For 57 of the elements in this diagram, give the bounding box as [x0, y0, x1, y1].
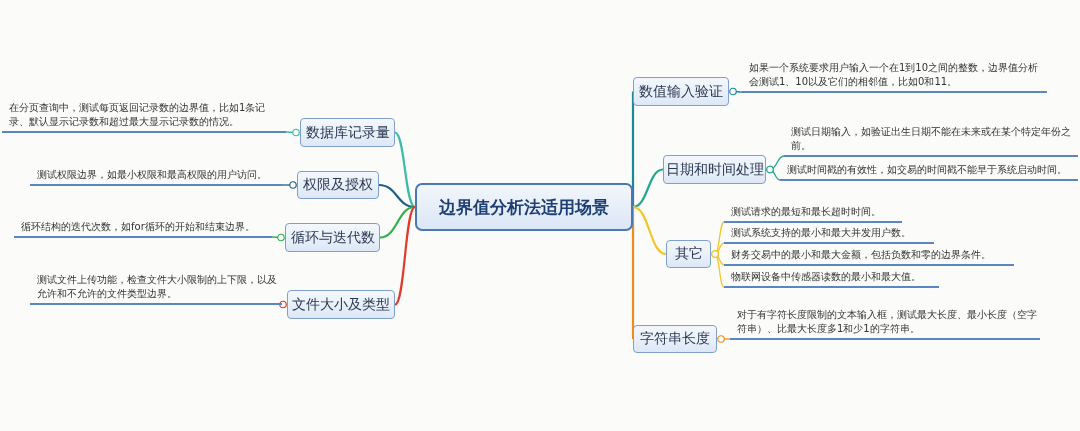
note-text: 在分页查询中，测试每页返回记录数的边界值，比如1条记录、默认显示记录数和超过最大显示记录数的情况。: [9, 102, 266, 127]
note-underline: [724, 270, 939, 288]
note-underline: [724, 226, 934, 244]
topic-text: 数据库记录量: [305, 123, 390, 142]
note-underline: [730, 308, 1040, 340]
note-underline: [724, 248, 1014, 266]
connector-line: [285, 128, 300, 137]
topic-box: [287, 290, 395, 319]
topic-box: [297, 171, 379, 199]
note-text: 测试日期输入，如验证出生日期不能在未来或在某个特定年份之前。: [791, 126, 1071, 151]
connector-line: [631, 207, 635, 339]
note-text: 测试权限边界，如最小权限和最高权限的用户访问。: [37, 169, 267, 180]
connector-line: [711, 250, 725, 288]
topic-box: [633, 325, 717, 353]
note-text: 测试文件上传功能，检查文件大小限制的上下限，以及允许和不允许的文件类型边界。: [37, 274, 277, 299]
note-underline: [742, 61, 1047, 93]
note-underline: [724, 205, 902, 223]
note-underline: [30, 273, 282, 305]
connector-line: [632, 168, 664, 209]
topic-text: 其它: [674, 245, 703, 263]
note-text: 测试请求的最短和最长超时时间。: [731, 206, 881, 217]
topic-box: [300, 118, 395, 147]
connector-line: [394, 131, 416, 208]
topic-text: 日期和时间处理: [665, 160, 764, 179]
note-underline: [14, 220, 272, 238]
note-text: 对于有字符长度限制的文本输入框，测试最大长度、最小长度（空字符串）、比最大长度多1和少1的字符串。: [737, 309, 1037, 334]
connector-line: [379, 205, 416, 239]
topic-box: [633, 77, 729, 106]
topic-text: 字符串长度: [640, 330, 710, 348]
note-underline: [2, 101, 286, 133]
connector-line: [271, 233, 285, 242]
connector-line: [394, 206, 416, 306]
connector-line: [717, 335, 731, 343]
note-text: 财务交易中的最小和最大金额，包括负数和零的边界条件。: [731, 249, 991, 260]
note-underline: [780, 163, 1078, 181]
topic-text: 权限及授权: [303, 176, 373, 194]
topic-text: 数值输入验证: [639, 82, 723, 101]
note-underline: [784, 125, 1078, 157]
topic-text: 边界值分析法适用场景: [439, 195, 609, 219]
topic-box: [285, 223, 380, 252]
note-underline: [30, 168, 282, 186]
topic-box: [666, 240, 711, 268]
note-text: 物联网设备中传感器读数的最小和最大值。: [731, 271, 921, 282]
connector-line: [766, 165, 781, 181]
connector-line: [729, 87, 743, 96]
connector-line: [631, 91, 635, 207]
topic-text: 循环与迭代数: [290, 228, 375, 247]
connector-line: [632, 205, 667, 256]
central-topic-box: [415, 183, 633, 231]
note-text: 测试时间戳的有效性，如交易的时间戳不能早于系统启动时间。: [787, 164, 1067, 175]
note-text: 循环结构的迭代次数，如for循环的开始和结束边界。: [21, 221, 255, 232]
connector-line: [279, 300, 287, 309]
note-text: 测试系统支持的最小和最大并发用户数。: [731, 227, 911, 238]
note-text: 如果一个系统要求用户输入一个在1到10之间的整数，边界值分析会测试1、10以及它们的相邻值，比如0和11。: [749, 62, 1039, 87]
connector-line: [281, 181, 297, 189]
topic-text: 文件大小及类型: [292, 295, 390, 314]
topic-box: [663, 155, 766, 184]
